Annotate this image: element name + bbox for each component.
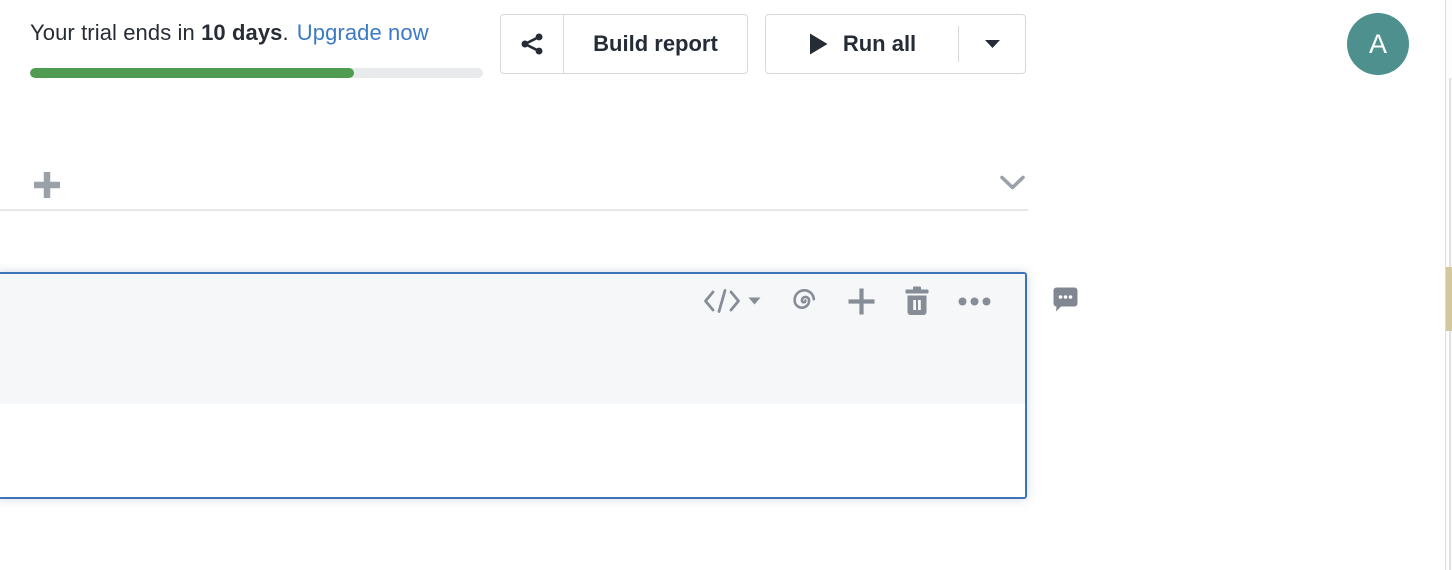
trial-progress-fill [30,68,354,78]
user-avatar[interactable]: A [1347,13,1409,75]
trial-text-suffix: . [282,20,289,45]
selected-code-cell[interactable] [0,272,1027,499]
plus-icon [33,171,61,199]
chevron-down-icon [984,39,1001,49]
avatar-initial: A [1368,28,1387,59]
delete-cell-button[interactable] [903,286,931,316]
run-all-button[interactable]: Run all [766,15,958,73]
cell-output-area [0,404,1025,497]
upgrade-now-link[interactable]: Upgrade now [296,20,429,45]
run-group-divider [958,26,959,62]
code-brackets-icon [703,288,741,314]
ellipsis-icon [958,297,991,306]
build-report-label: Build report [593,31,718,56]
spiral-magic-icon [788,285,820,317]
run-all-button-group: Run all [765,14,1026,74]
trial-banner: Your trial ends in 10 days. Upgrade now [30,20,483,78]
trash-icon [903,286,931,316]
play-icon [808,32,829,56]
add-block-button[interactable] [847,287,876,316]
share-button[interactable] [501,15,564,73]
trial-text: Your trial ends in 10 days. Upgrade now [30,20,483,46]
trial-progress-track [30,68,483,78]
comment-bubble-icon [1051,285,1080,313]
build-report-button[interactable]: Build report [564,15,747,73]
add-cell-button[interactable] [30,168,64,202]
comment-button[interactable] [1049,284,1081,314]
section-divider [0,209,1028,211]
cell-toolbar [703,285,991,317]
share-icon [519,31,545,57]
cell-header-area [0,274,1025,404]
caret-down-icon [748,297,761,305]
minimap-strip[interactable] [1445,0,1452,570]
plus-icon [847,287,876,316]
chevron-down-icon [999,175,1025,191]
collapse-section-button[interactable] [995,168,1029,198]
run-options-button[interactable] [959,15,1025,73]
more-options-button[interactable] [958,297,991,306]
trial-days-remaining: 10 days [201,20,283,45]
trial-text-prefix: Your trial ends in [30,20,202,45]
cell-type-selector[interactable] [703,288,761,314]
magic-ai-button[interactable] [788,285,820,317]
selected-cell-marker[interactable] [1446,267,1452,331]
run-all-label: Run all [842,31,917,56]
share-build-button-group: Build report [500,14,748,74]
